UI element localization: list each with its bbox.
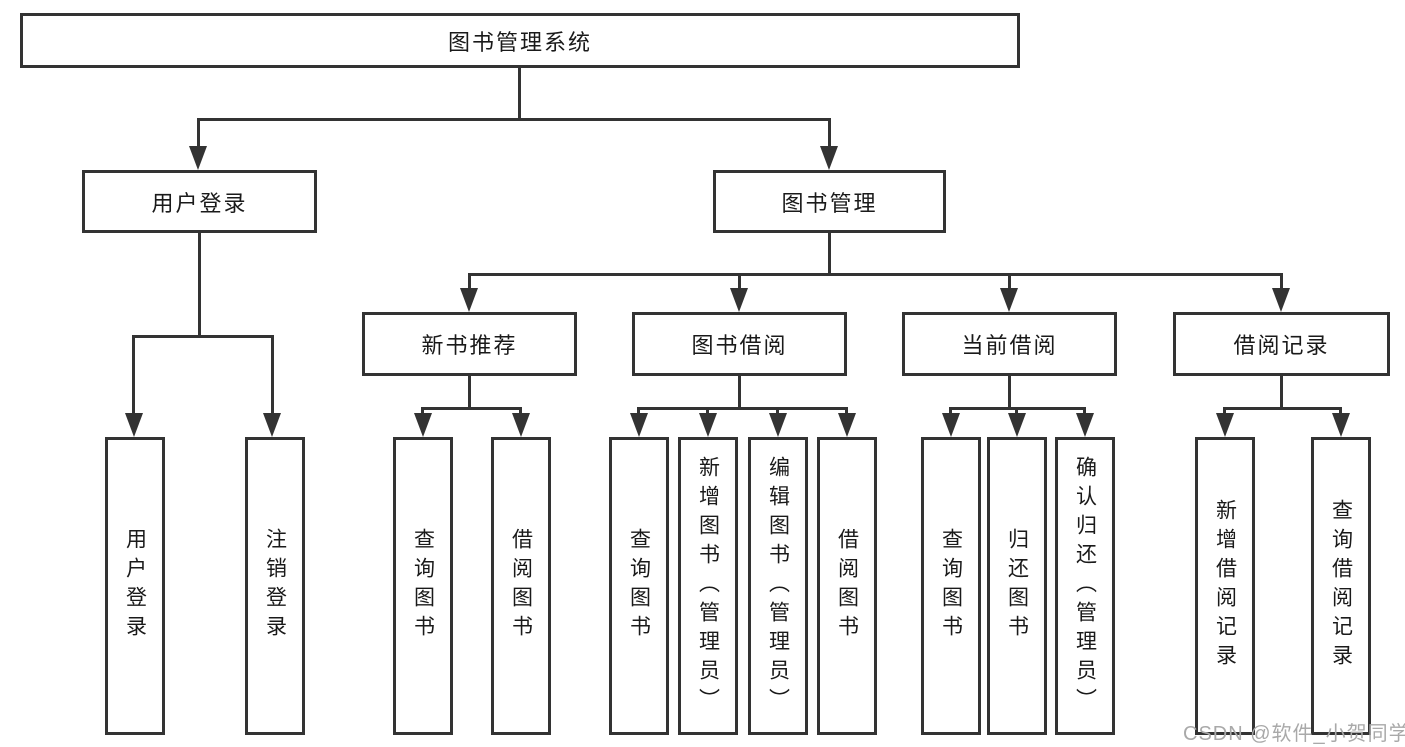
leaf-borrow-books-borrowing: 借阅图书 [817, 437, 877, 735]
leaf-query-books-current-label: 查询图书 [939, 528, 963, 644]
arrow-down-icon [263, 413, 281, 437]
arrow-down-icon [630, 413, 648, 437]
arrow-down-icon [1272, 288, 1290, 312]
node-book-management: 图书管理 [713, 170, 946, 233]
leaf-edit-books-admin-label: 编辑图书（管理员） [766, 455, 790, 717]
arrow-down-icon [512, 413, 530, 437]
leaf-add-books-admin: 新增图书（管理员） [678, 437, 738, 735]
node-root: 图书管理系统 [20, 13, 1020, 68]
connector-line [197, 118, 831, 121]
leaf-query-books-borrowing: 查询图书 [609, 437, 669, 735]
node-borrowing-records-label: 借阅记录 [1233, 333, 1330, 358]
leaf-return-books: 归还图书 [987, 437, 1047, 735]
connector-line [132, 335, 274, 338]
connector-line [198, 233, 201, 335]
leaf-query-books-borrowing-label: 查询图书 [627, 528, 651, 644]
connector-line [519, 407, 522, 413]
leaf-logout: 注销登录 [245, 437, 305, 735]
connector-line [828, 118, 831, 147]
connector-line [1339, 407, 1342, 413]
arrow-down-icon [460, 288, 478, 312]
leaf-confirm-return-admin-label: 确认归还（管理员） [1073, 455, 1097, 717]
connector-line [776, 407, 779, 413]
connector-line [1223, 407, 1226, 413]
arrow-down-icon [942, 413, 960, 437]
connector-line [1008, 273, 1011, 288]
leaf-logout-label: 注销登录 [263, 528, 287, 644]
arrow-down-icon [125, 413, 143, 437]
arrow-down-icon [1076, 413, 1094, 437]
connector-line [637, 407, 848, 410]
leaf-query-books-recommend-label: 查询图书 [411, 528, 435, 644]
node-root-label: 图书管理系统 [447, 29, 592, 55]
connector-line [421, 407, 424, 413]
node-user-login-label: 用户登录 [151, 190, 248, 216]
leaf-add-borrow-record-label: 新增借阅记录 [1213, 499, 1237, 673]
connector-line [518, 68, 521, 119]
leaf-confirm-return-admin: 确认归还（管理员） [1055, 437, 1115, 735]
arrow-down-icon [1216, 413, 1234, 437]
connector-line [1083, 407, 1086, 413]
connector-line [828, 233, 831, 273]
connector-line [637, 407, 640, 413]
leaf-borrow-books-recommend: 借阅图书 [491, 437, 551, 735]
leaf-edit-books-admin: 编辑图书（管理员） [748, 437, 808, 735]
leaf-add-borrow-record: 新增借阅记录 [1195, 437, 1255, 735]
node-book-borrowing: 图书借阅 [632, 312, 847, 376]
connector-line [1280, 376, 1283, 407]
node-current-borrowing: 当前借阅 [902, 312, 1117, 376]
arrow-down-icon [769, 413, 787, 437]
connector-line [468, 273, 471, 288]
connector-line [468, 273, 1283, 276]
arrow-down-icon [699, 413, 717, 437]
connector-line [421, 407, 522, 410]
connector-line [132, 335, 135, 413]
arrow-down-icon [414, 413, 432, 437]
node-new-book-recommend: 新书推荐 [362, 312, 577, 376]
connector-line [271, 335, 274, 413]
connector-line [1280, 273, 1283, 288]
leaf-add-books-admin-label: 新增图书（管理员） [696, 455, 720, 717]
leaf-query-books-current: 查询图书 [921, 437, 981, 735]
arrow-down-icon [838, 413, 856, 437]
connector-line [1015, 407, 1018, 413]
leaf-query-borrow-record-label: 查询借阅记录 [1329, 499, 1353, 673]
leaf-return-books-label: 归还图书 [1005, 528, 1029, 644]
connector-line [197, 118, 200, 147]
leaf-user-login: 用户登录 [105, 437, 165, 735]
node-book-management-label: 图书管理 [781, 190, 878, 216]
connector-line [738, 273, 741, 288]
connector-line [1223, 407, 1342, 410]
node-borrowing-records: 借阅记录 [1173, 312, 1390, 376]
connector-line [738, 376, 741, 407]
leaf-query-borrow-record: 查询借阅记录 [1311, 437, 1371, 735]
arrow-down-icon [1332, 413, 1350, 437]
leaf-user-login-label: 用户登录 [123, 528, 147, 644]
connector-line [949, 407, 952, 413]
arrow-down-icon [1000, 288, 1018, 312]
connector-line [1008, 376, 1011, 407]
leaf-borrow-books-recommend-label: 借阅图书 [509, 528, 533, 644]
connector-line [468, 376, 471, 407]
node-new-book-recommend-label: 新书推荐 [421, 333, 518, 358]
arrow-down-icon [730, 288, 748, 312]
node-user-login: 用户登录 [82, 170, 317, 233]
arrow-down-icon [820, 146, 838, 170]
node-current-borrowing-label: 当前借阅 [961, 333, 1058, 358]
connector-line [845, 407, 848, 413]
leaf-borrow-books-borrowing-label: 借阅图书 [835, 528, 859, 644]
connector-line [706, 407, 709, 413]
node-book-borrowing-label: 图书借阅 [691, 333, 788, 358]
watermark: CSDN @软件_小贺同学 [1183, 723, 1405, 745]
arrow-down-icon [1008, 413, 1026, 437]
arrow-down-icon [189, 146, 207, 170]
leaf-query-books-recommend: 查询图书 [393, 437, 453, 735]
